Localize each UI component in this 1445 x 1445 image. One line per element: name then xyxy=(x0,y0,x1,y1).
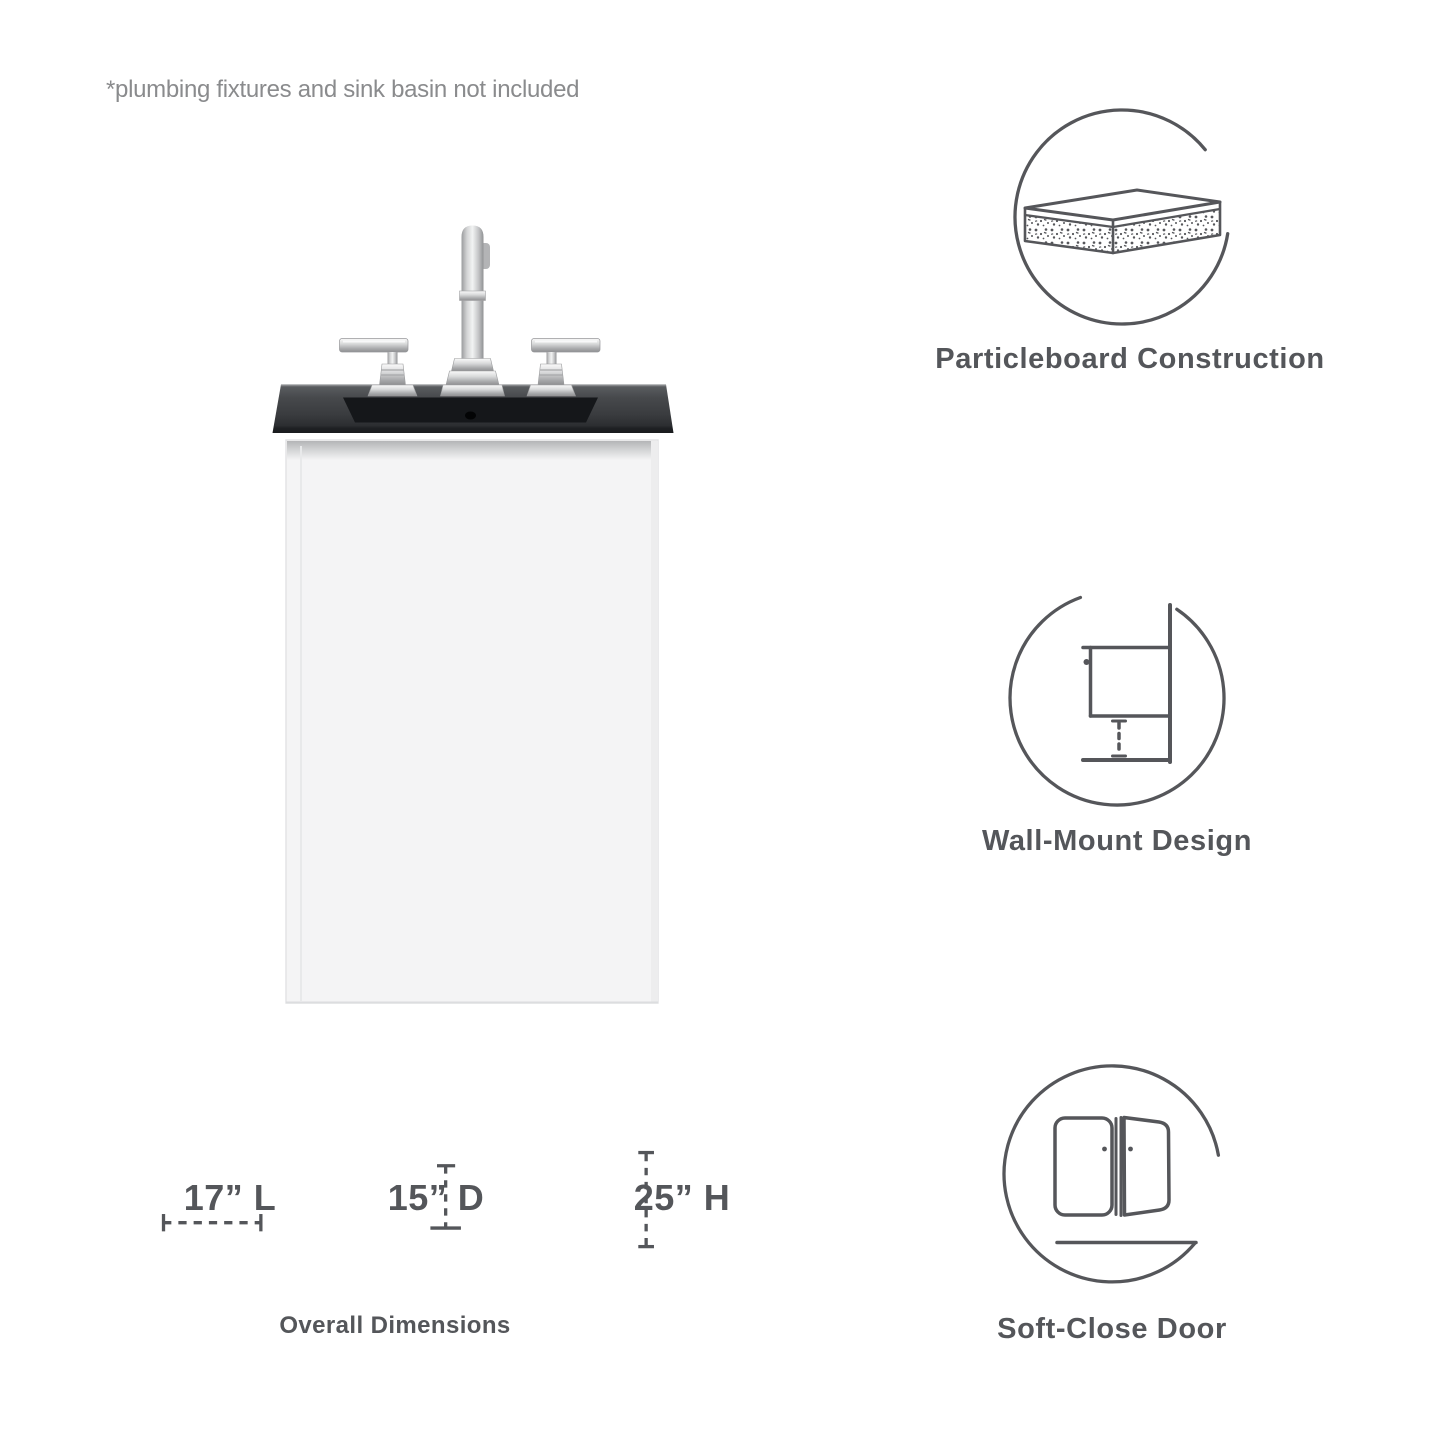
length-label: 17” L xyxy=(183,1177,277,1218)
faucet xyxy=(440,225,505,397)
right-handle xyxy=(526,338,601,397)
wall-mount-icon xyxy=(1008,595,1226,807)
vanity-product-image xyxy=(272,225,674,1004)
sink-basin xyxy=(343,397,598,423)
feature-label-particleboard: Particleboard Construction xyxy=(935,343,1325,375)
particleboard-icon xyxy=(1013,108,1230,326)
mount-screw-dot xyxy=(1083,659,1090,665)
soft-close-door-icon xyxy=(1002,1064,1221,1284)
left-door-knob xyxy=(1102,1146,1107,1152)
disclaimer-text: *plumbing fixtures and sink basin not in… xyxy=(106,76,580,103)
feature-label-wall-mount: Wall-Mount Design xyxy=(981,825,1253,857)
depth-dimension-line xyxy=(430,1164,461,1230)
cabinet xyxy=(285,439,659,1004)
height-dimension-line xyxy=(638,1150,654,1249)
feature-label-soft-close: Soft-Close Door xyxy=(997,1313,1227,1345)
drain-hole xyxy=(465,411,476,420)
dimension-lines xyxy=(161,1150,654,1249)
depth-label: 15” D xyxy=(387,1177,485,1218)
right-door-knob xyxy=(1128,1146,1133,1152)
dimensions-caption: Overall Dimensions xyxy=(279,1312,511,1339)
sink-top xyxy=(272,384,674,433)
length-dimension-line xyxy=(161,1214,263,1232)
left-handle xyxy=(339,338,418,397)
height-label: 25” H xyxy=(633,1177,731,1218)
